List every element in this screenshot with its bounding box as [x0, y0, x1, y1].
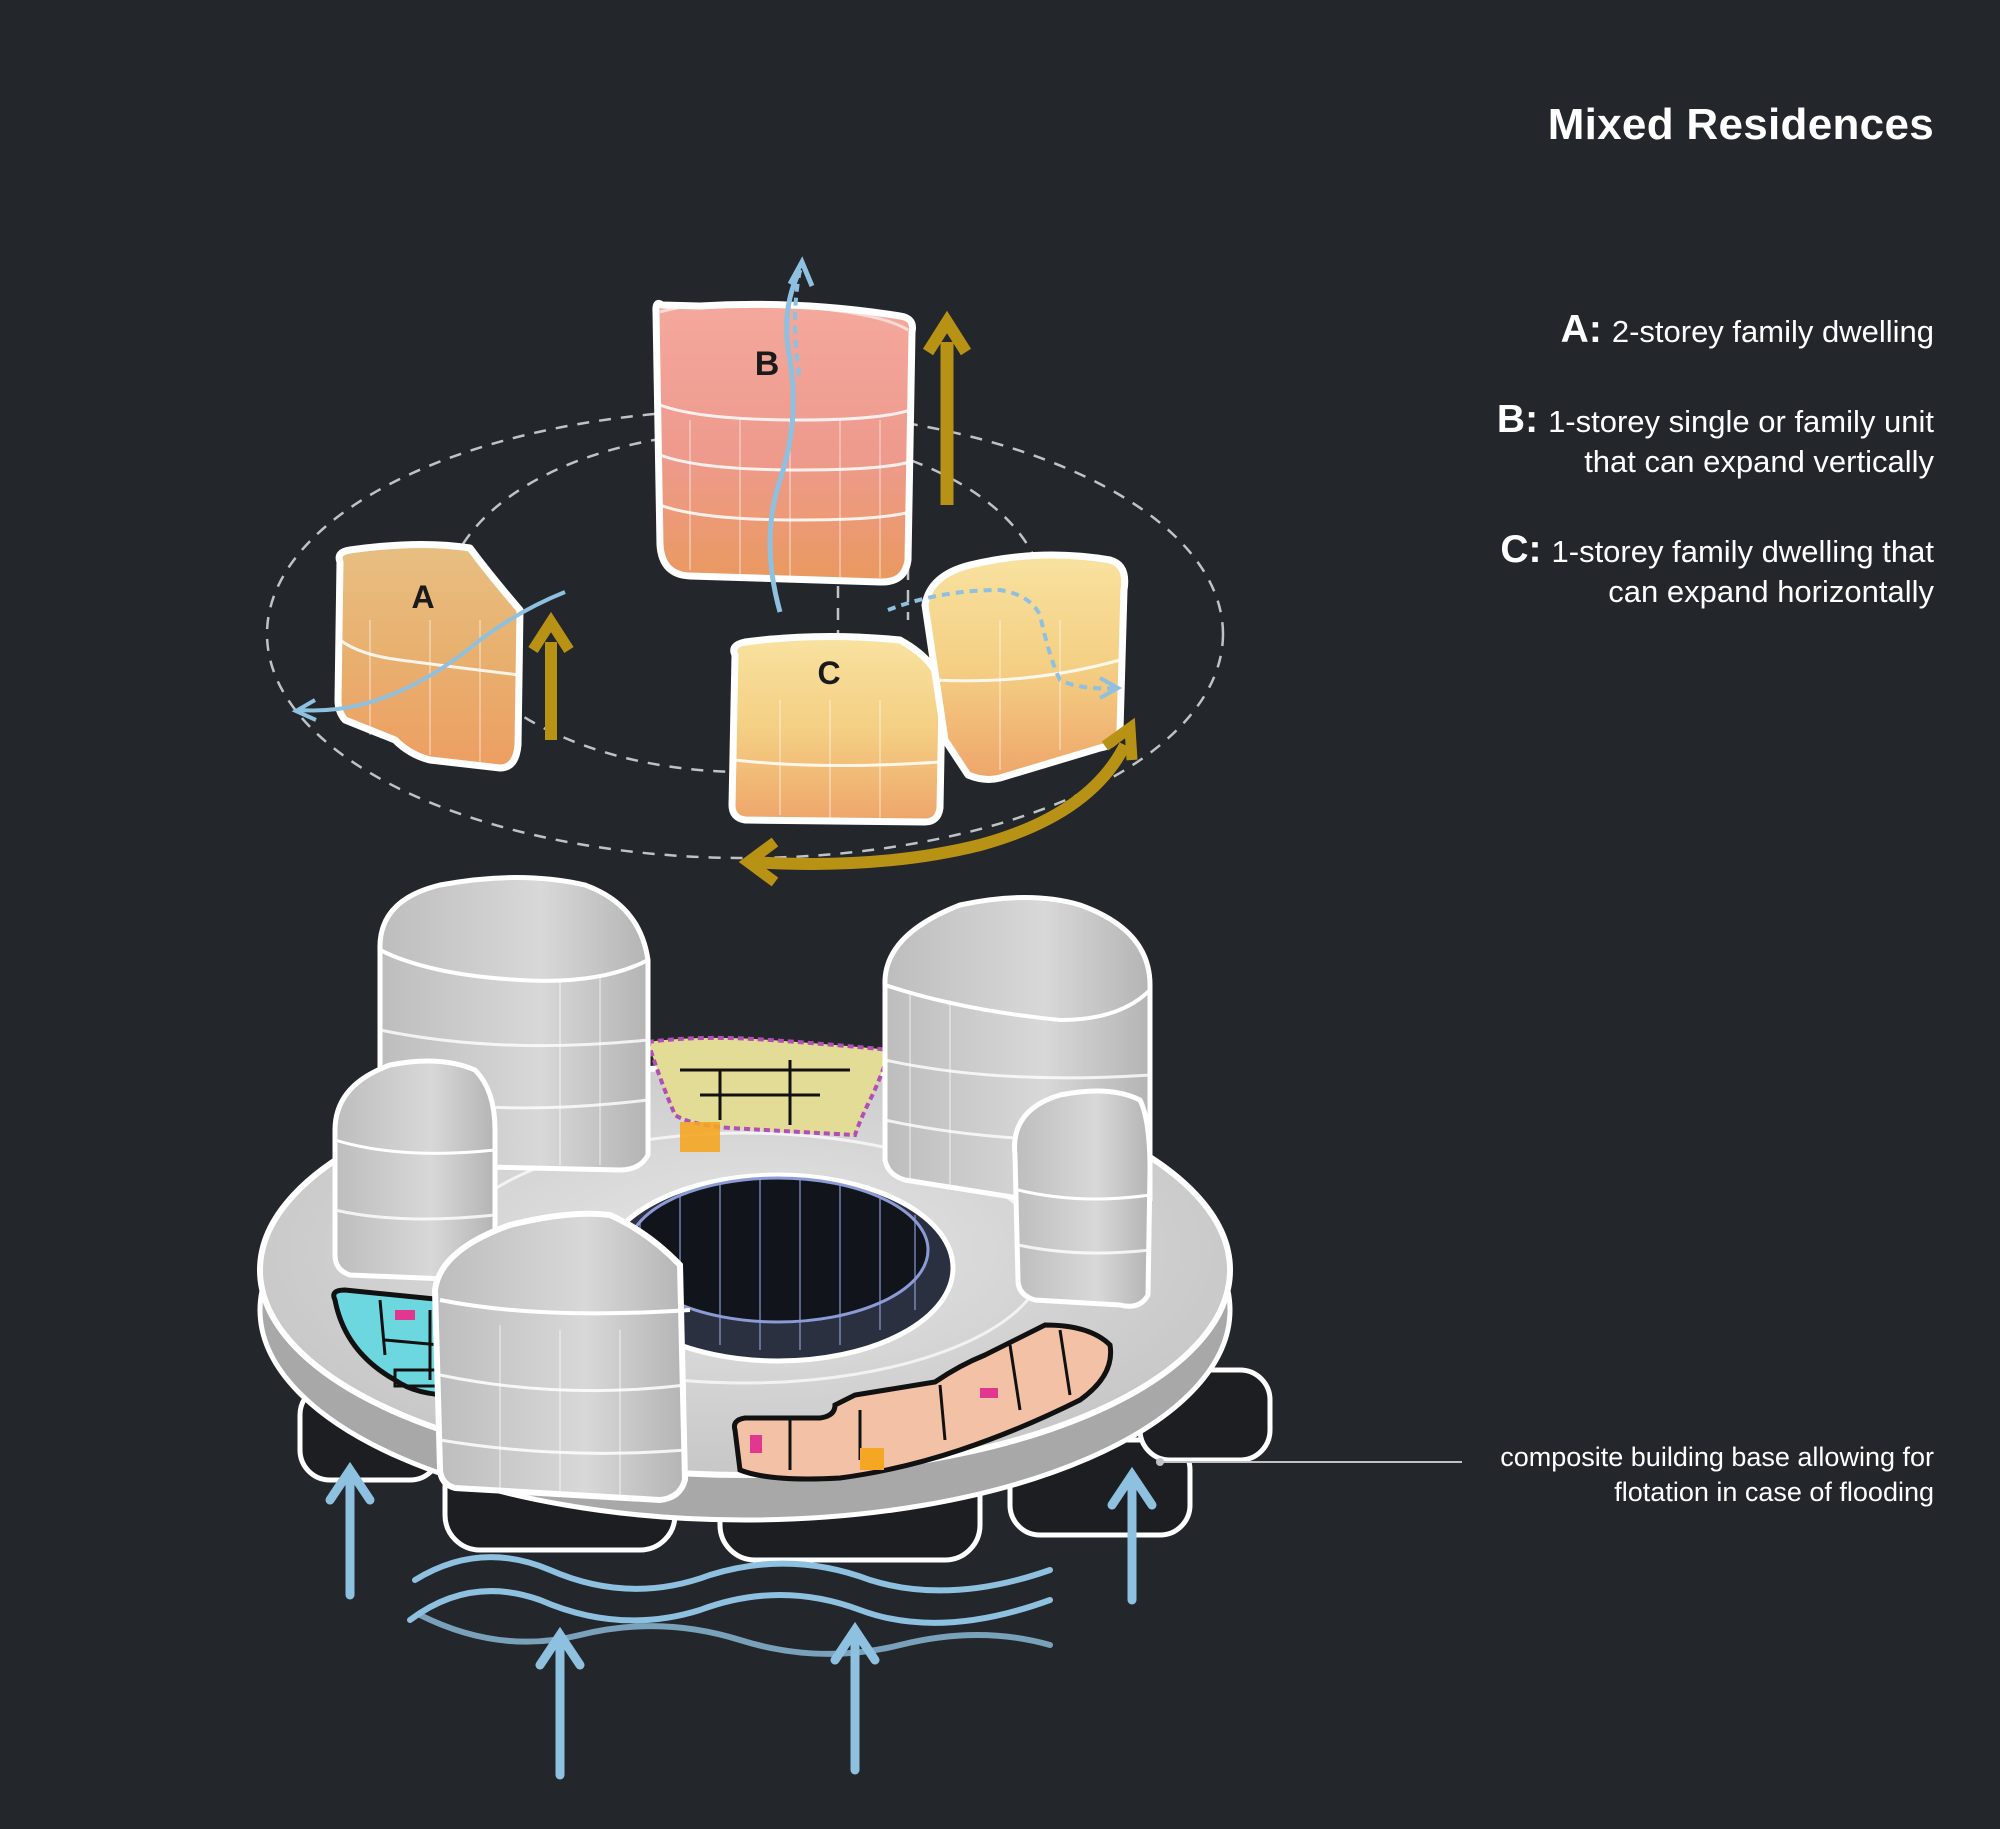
module-a-floor-line: [339, 638, 521, 677]
legend-key: B:: [1496, 398, 1539, 441]
airflow-arrow-b-head: [787, 256, 815, 287]
legend-item-c: C: 1-storey family dwelling that can expa…: [1500, 530, 1934, 612]
horizontal-growth-arrow: [751, 742, 1131, 870]
module-b-roof: [659, 302, 909, 332]
floor-plan-peach: [732, 1322, 1114, 1482]
module-c-right-body: [921, 551, 1129, 783]
airflow-arrow-b: [767, 268, 803, 613]
module-b-floor-line: [659, 453, 911, 472]
module-c-left-body: [728, 632, 946, 826]
flotation-arrow-head: [535, 1626, 585, 1670]
orbit-outer: [265, 408, 1225, 860]
tower-right: [1012, 1088, 1153, 1309]
legend-text: can expand horizontally: [1608, 574, 1934, 609]
callout-text: composite building base allowing for: [1500, 1442, 1934, 1472]
building-base: [257, 875, 1273, 1563]
module-b-floor-line: [659, 503, 911, 522]
flotation-arrow-head: [830, 1621, 880, 1665]
vertical-growth-arrow-head: [922, 310, 972, 356]
legend-text: 1-storey single or family unit: [1548, 404, 1934, 439]
module-c: C: [728, 551, 1138, 887]
horizontal-growth-arrow-head-left: [738, 837, 779, 887]
horizontal-growth-arrow-head-right: [1101, 717, 1138, 761]
legend-key: A:: [1560, 308, 1602, 351]
callout-leader-dot: [1156, 1458, 1164, 1466]
page-title: Mixed Residences: [1547, 100, 1934, 149]
module-c-floor-line: [934, 658, 1121, 683]
water-wave: [417, 1612, 1053, 1657]
water-wave: [412, 1554, 1053, 1594]
tower-front: [431, 1210, 691, 1504]
callout-note: composite building base allowing for flo…: [1500, 1440, 1934, 1510]
legend-text: 1-storey family dwelling that: [1551, 534, 1935, 569]
legend-key: C:: [1500, 528, 1542, 571]
module-b: B: [652, 256, 972, 613]
airflow-arrow-b-dashed: [793, 269, 802, 381]
module-c-floor-line: [734, 758, 941, 768]
module-b-label: B: [755, 345, 780, 383]
callout-text: flotation in case of flooding: [1614, 1477, 1934, 1507]
airflow-arrow-c-head: [1099, 676, 1123, 700]
module-a-label: A: [411, 579, 434, 615]
legend-text: 2-storey family dwelling: [1611, 314, 1934, 349]
module-c-label: C: [817, 655, 840, 691]
airflow-arrow-a: [299, 590, 566, 713]
legend-text: that can expand vertically: [1584, 444, 1934, 479]
airflow-arrow-a-head: [291, 698, 317, 722]
module-b-floor-line: [659, 403, 911, 422]
vertical-growth-arrow-a-head: [528, 611, 574, 653]
legend-item-a: A: 2-storey family dwelling: [1561, 310, 1934, 352]
module-a-body: [334, 540, 524, 772]
module-a: A: [291, 540, 574, 772]
module-b-body: [652, 300, 916, 586]
flotation-arrow-head: [1107, 1466, 1157, 1510]
flotation-arrow-head: [325, 1461, 375, 1505]
airflow-arrow-c: [887, 587, 1116, 691]
water-flotation: [325, 1461, 1157, 1780]
water-wave: [407, 1588, 1053, 1626]
tower-left: [332, 1058, 498, 1283]
legend-item-b: B: 1-storey single or family unit that ca…: [1497, 400, 1934, 482]
floor-plan-yellow: [645, 1035, 893, 1152]
